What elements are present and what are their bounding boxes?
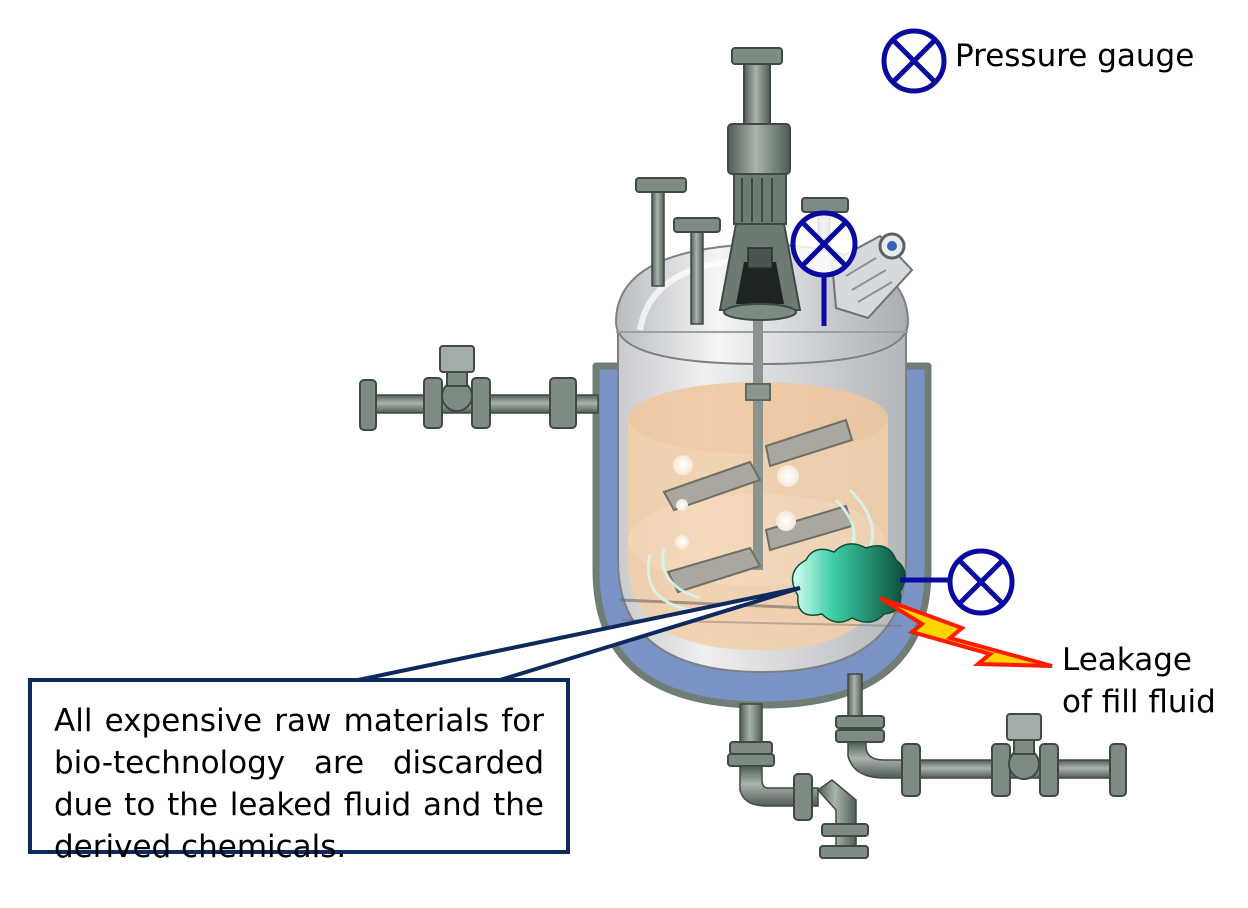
callout-box: All expensive raw materials for bio-tech… — [28, 678, 570, 865]
swirl-lines — [646, 488, 874, 612]
pressure-gauge-icon — [881, 28, 947, 94]
bottom-side-pipe — [835, 673, 1127, 797]
agitator-motor — [718, 47, 802, 321]
leakage-label-line1: Leakage — [1062, 642, 1192, 678]
callout-text: All expensive raw materials for bio-tech… — [54, 703, 544, 865]
left-inlet-pipe — [359, 345, 599, 431]
leakage-label-line2: of fill fluid — [1062, 684, 1216, 720]
bubbles — [673, 455, 799, 549]
pressure-gauge-side — [900, 548, 1015, 616]
legend-pressure-gauge: Pressure gauge — [881, 28, 1194, 94]
leakage-spark — [878, 596, 1053, 668]
pressure-gauge-top — [790, 210, 858, 326]
bottom-outlet-pipe — [727, 703, 869, 859]
agitator — [662, 320, 854, 594]
leak-cloud — [791, 543, 906, 623]
legend-label: Pressure gauge — [955, 38, 1194, 74]
leakage-label: Leakage of fill fluid — [1062, 642, 1216, 720]
